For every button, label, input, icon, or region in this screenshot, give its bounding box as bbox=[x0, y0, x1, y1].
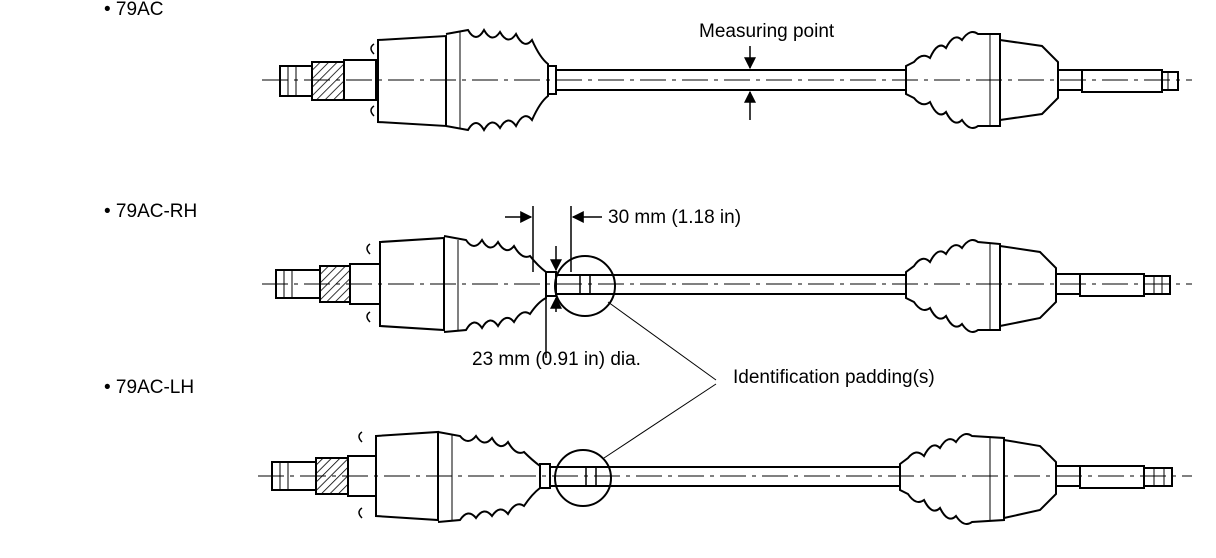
shaft-79ac-lh bbox=[258, 430, 1192, 525]
measuring-point-label: Measuring point bbox=[699, 21, 835, 42]
shaft-label-79ac-lh: • 79AC-LH bbox=[104, 377, 195, 398]
shaft-79ac bbox=[262, 27, 1192, 133]
diameter-label: 23 mm (0.91 in) dia. bbox=[472, 349, 641, 370]
shaft-label-79ac-rh: • 79AC-RH bbox=[104, 201, 198, 222]
distance-label: 30 mm (1.18 in) bbox=[608, 207, 742, 228]
identification-circle-rh bbox=[554, 255, 616, 317]
dimension-30mm bbox=[505, 206, 602, 272]
identification-circle-lh bbox=[554, 449, 612, 507]
identification-label: Identification padding(s) bbox=[733, 367, 935, 388]
identification-leaders bbox=[603, 301, 717, 459]
shaft-79ac-rh bbox=[262, 235, 1192, 333]
dimension-23mm-dia bbox=[545, 246, 562, 358]
shaft-label-79ac: • 79AC bbox=[104, 0, 164, 20]
